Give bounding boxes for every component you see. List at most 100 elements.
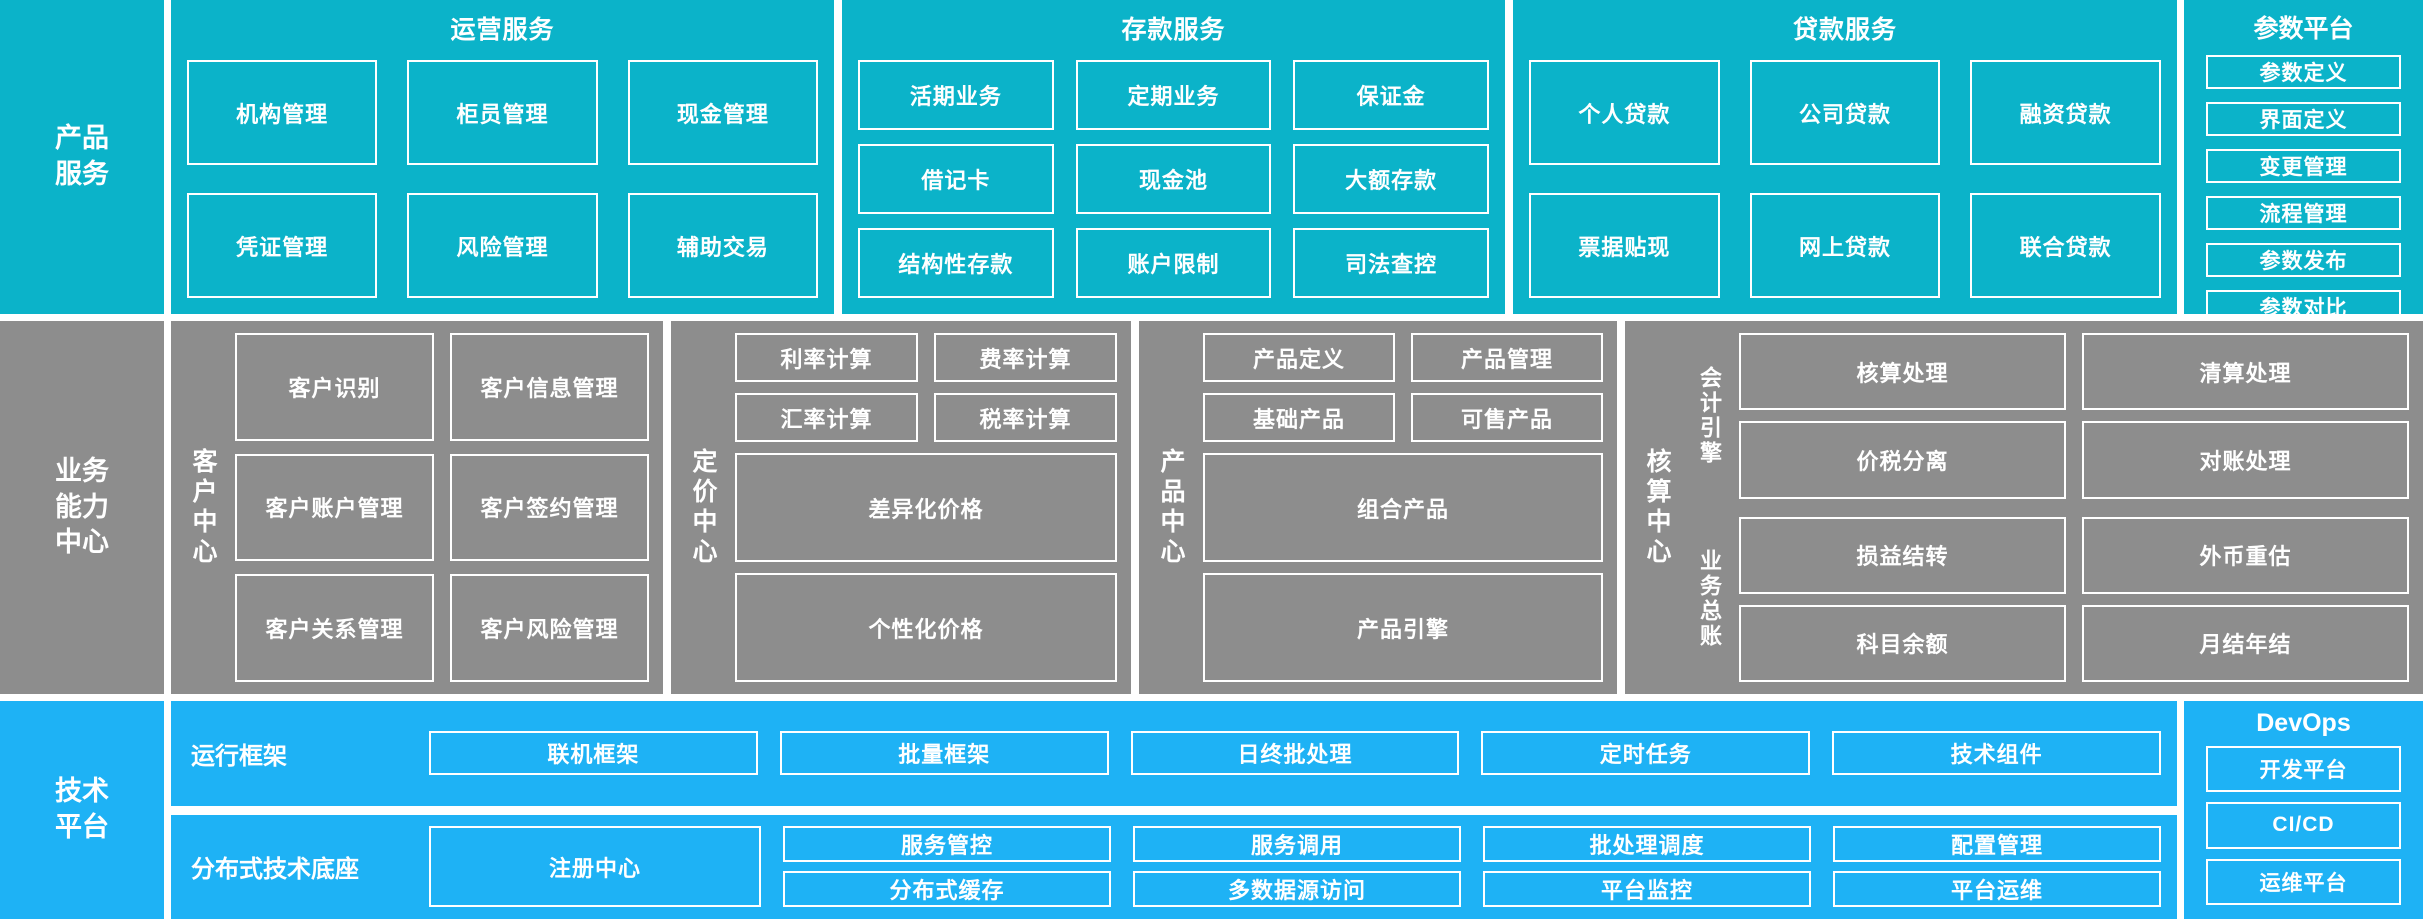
capability-box[interactable]: 税率计算 <box>934 393 1117 442</box>
service-box[interactable]: 风险管理 <box>407 193 598 298</box>
row-label-product-service: 产品 服务 <box>0 0 164 314</box>
capability-box[interactable]: 科目余额 <box>1739 604 2066 682</box>
parameter-item[interactable]: 界面定义 <box>2206 102 2401 136</box>
business-ledger-grid: 损益结转 外币重估 科目余额 月结年结 <box>1739 516 2409 682</box>
row-label-line1: 业务 <box>55 456 109 487</box>
capability-box[interactable]: 外币重估 <box>2082 516 2409 594</box>
operation-service-grid: 机构管理 柜员管理 现金管理 凭证管理 风险管理 辅助交易 <box>187 60 818 298</box>
service-box[interactable]: 账户限制 <box>1075 228 1272 298</box>
capability-box[interactable]: 客户关系管理 <box>235 574 434 682</box>
capability-box[interactable]: 损益结转 <box>1739 516 2066 594</box>
service-box[interactable]: 活期业务 <box>858 60 1054 130</box>
tech-stack: 配置管理 平台运维 <box>1833 826 2161 908</box>
service-box[interactable]: 柜员管理 <box>407 60 598 165</box>
parameter-item[interactable]: 流程管理 <box>2206 196 2401 230</box>
tech-box[interactable]: 平台监控 <box>1483 871 1811 908</box>
service-box[interactable]: 保证金 <box>1293 60 1489 130</box>
service-box[interactable]: 公司贷款 <box>1749 60 1941 165</box>
row-label-line1: 产品 <box>55 123 109 154</box>
capability-box[interactable]: 产品管理 <box>1411 333 1603 382</box>
row-product-service: 产品 服务 运营服务 机构管理 柜员管理 现金管理 凭证管理 风险管理 辅助交易… <box>0 0 2423 324</box>
business-capability-body: 客户中心 客户识别 客户信息管理 客户账户管理 客户签约管理 客户关系管理 客户… <box>171 321 2423 694</box>
capability-box[interactable]: 核算处理 <box>1739 333 2066 411</box>
center-label-pricing: 定价中心 <box>689 447 717 568</box>
product-center-body: 产品定义 产品管理 基础产品 可售产品 组合产品 产品引擎 <box>1203 333 1603 682</box>
service-box[interactable]: 结构性存款 <box>858 228 1054 298</box>
capability-box[interactable]: 产品引擎 <box>1203 573 1603 682</box>
group-title-deposit-service: 存款服务 <box>1121 16 1226 44</box>
capability-box[interactable]: 汇率计算 <box>735 393 918 442</box>
tech-box[interactable]: 批处理调度 <box>1483 826 1811 863</box>
devops-item[interactable]: 运维平台 <box>2206 858 2401 905</box>
capability-box[interactable]: 月结年结 <box>2082 604 2409 682</box>
capability-box[interactable]: 客户风险管理 <box>450 574 649 682</box>
capability-box[interactable]: 清算处理 <box>2082 333 2409 411</box>
capability-box[interactable]: 可售产品 <box>1411 393 1603 442</box>
tech-box[interactable]: 服务管控 <box>783 826 1111 863</box>
tech-box[interactable]: 日终批处理 <box>1130 731 1460 776</box>
parameter-item[interactable]: 参数对比 <box>2206 290 2401 324</box>
parameter-item[interactable]: 变更管理 <box>2206 149 2401 183</box>
service-box[interactable]: 借记卡 <box>858 144 1054 214</box>
devops-list: 开发平台 CI/CD 运维平台 <box>2206 746 2401 905</box>
tech-box[interactable]: 平台运维 <box>1833 871 2161 908</box>
parameter-item[interactable]: 参数发布 <box>2206 243 2401 277</box>
capability-box[interactable]: 组合产品 <box>1203 453 1603 562</box>
capability-box[interactable]: 客户账户管理 <box>235 453 434 562</box>
service-box[interactable]: 个人贷款 <box>1529 60 1720 165</box>
service-box[interactable]: 定期业务 <box>1075 60 1272 130</box>
accounting-subsection-ledger: 业务总账 损益结转 外币重估 科目余额 月结年结 <box>1689 516 2409 682</box>
distributed-base-items: 注册中心 服务管控 分布式缓存 服务调用 多数据源访问 批处理调度 平台监控 <box>429 826 2161 908</box>
capability-box[interactable]: 个性化价格 <box>735 573 1117 682</box>
center-pricing: 定价中心 利率计算 费率计算 汇率计算 税率计算 差异化价格 个性化价格 <box>671 321 1131 694</box>
row-label-line3: 中心 <box>55 527 109 558</box>
service-box[interactable]: 现金管理 <box>627 60 818 165</box>
service-box[interactable]: 机构管理 <box>187 60 378 165</box>
service-box[interactable]: 司法查控 <box>1293 228 1489 298</box>
pricing-pair-grid: 利率计算 费率计算 汇率计算 税率计算 <box>735 333 1117 442</box>
tech-box[interactable]: 定时任务 <box>1481 731 1811 776</box>
devops-item[interactable]: CI/CD <box>2206 802 2401 849</box>
tech-box[interactable]: 批量框架 <box>779 731 1109 776</box>
capability-box[interactable]: 利率计算 <box>735 333 918 382</box>
tech-box[interactable]: 服务调用 <box>1133 826 1461 863</box>
loan-service-grid: 个人贷款 公司贷款 融资贷款 票据贴现 网上贷款 联合贷款 <box>1529 60 2161 298</box>
capability-box[interactable]: 价税分离 <box>1739 421 2066 499</box>
capability-box[interactable]: 对账处理 <box>2082 421 2409 499</box>
devops-item[interactable]: 开发平台 <box>2206 746 2401 793</box>
parameter-item[interactable]: 参数定义 <box>2206 55 2401 89</box>
capability-box[interactable]: 费率计算 <box>934 333 1117 382</box>
capability-box[interactable]: 客户信息管理 <box>450 333 649 441</box>
deposit-service-grid: 活期业务 定期业务 保证金 借记卡 现金池 大额存款 结构性存款 账户限制 司法… <box>858 60 1489 298</box>
capability-box[interactable]: 差异化价格 <box>735 453 1117 562</box>
accounting-engine-grid: 核算处理 清算处理 价税分离 对账处理 <box>1739 333 2409 499</box>
service-box[interactable]: 大额存款 <box>1293 144 1489 214</box>
service-box[interactable]: 联合贷款 <box>1970 193 2161 298</box>
service-box[interactable]: 票据贴现 <box>1529 193 1720 298</box>
row-business-capability: 业务 能力 中心 客户中心 客户识别 客户信息管理 客户账户管理 客户签约管理 … <box>0 321 2423 694</box>
capability-box[interactable]: 产品定义 <box>1203 333 1395 382</box>
runtime-framework-items: 联机框架 批量框架 日终批处理 定时任务 技术组件 <box>429 731 2161 776</box>
service-box[interactable]: 辅助交易 <box>627 193 818 298</box>
tech-box[interactable]: 多数据源访问 <box>1133 871 1461 908</box>
tech-box[interactable]: 联机框架 <box>429 731 758 776</box>
service-box[interactable]: 融资贷款 <box>1970 60 2161 165</box>
center-label-product: 产品中心 <box>1157 447 1185 568</box>
pricing-full-row: 个性化价格 <box>735 573 1117 682</box>
row-label-line2: 能力 <box>55 491 109 522</box>
tech-box-registry[interactable]: 注册中心 <box>429 826 761 908</box>
tech-box[interactable]: 技术组件 <box>1832 731 2161 776</box>
capability-box[interactable]: 基础产品 <box>1203 393 1395 442</box>
service-box[interactable]: 凭证管理 <box>187 193 378 298</box>
service-box[interactable]: 网上贷款 <box>1749 193 1941 298</box>
service-box[interactable]: 现金池 <box>1075 144 1272 214</box>
capability-box[interactable]: 客户签约管理 <box>450 453 649 562</box>
tech-box[interactable]: 分布式缓存 <box>783 871 1111 908</box>
capability-box[interactable]: 客户识别 <box>235 333 434 441</box>
product-pair-grid: 产品定义 产品管理 基础产品 可售产品 <box>1203 333 1603 442</box>
center-product: 产品中心 产品定义 产品管理 基础产品 可售产品 组合产品 产品引擎 <box>1139 321 1617 694</box>
group-operation-service: 运营服务 机构管理 柜员管理 现金管理 凭证管理 风险管理 辅助交易 <box>171 0 834 314</box>
pricing-full-row: 差异化价格 <box>735 453 1117 562</box>
tech-box[interactable]: 配置管理 <box>1833 826 2161 863</box>
